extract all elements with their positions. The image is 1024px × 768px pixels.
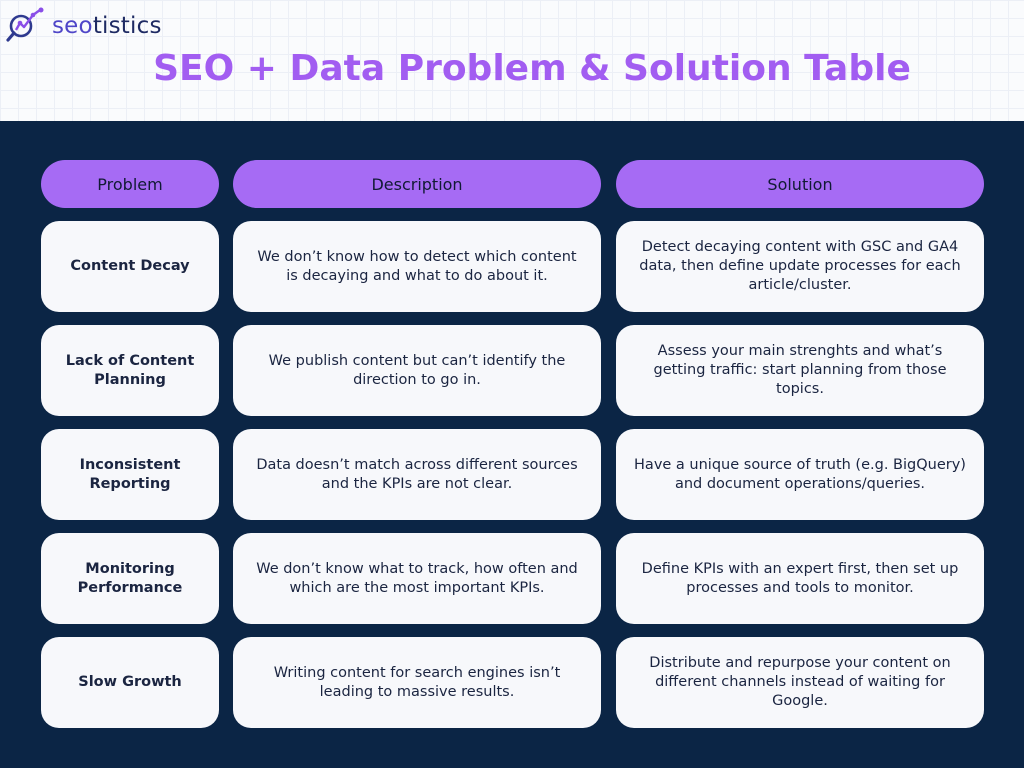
logo-text-suffix: tistics <box>92 13 162 39</box>
logo-text: seotistics <box>52 13 162 39</box>
solution-cell: Define KPIs with an expert first, then s… <box>616 533 984 624</box>
table-row: Content Decay We don’t know how to detec… <box>0 221 1024 312</box>
page-title: SEO + Data Problem & Solution Table <box>153 48 911 89</box>
header-area: seotistics SEO + Data Problem & Solution… <box>0 0 1024 121</box>
column-header-description: Description <box>233 160 601 208</box>
problem-cell: Content Decay <box>41 221 219 312</box>
problem-cell: Monitoring Performance <box>41 533 219 624</box>
description-cell: We publish content but can’t identify th… <box>233 325 601 416</box>
magnifier-trend-icon <box>6 7 44 42</box>
solution-cell: Detect decaying content with GSC and GA4… <box>616 221 984 312</box>
description-cell: Data doesn’t match across different sour… <box>233 429 601 520</box>
table-row: Slow Growth Writing content for search e… <box>0 637 1024 728</box>
column-header-solution: Solution <box>616 160 984 208</box>
description-cell: We don’t know what to track, how often a… <box>233 533 601 624</box>
seotistics-logo[interactable]: seotistics <box>6 6 162 46</box>
description-cell: Writing content for search engines isn’t… <box>233 637 601 728</box>
solution-cell: Distribute and repurpose your content on… <box>616 637 984 728</box>
solution-cell: Assess your main strenghts and what’s ge… <box>616 325 984 416</box>
table-row: Lack of Content Planning We publish cont… <box>0 325 1024 416</box>
problem-cell: Slow Growth <box>41 637 219 728</box>
table-row: Monitoring Performance We don’t know wha… <box>0 533 1024 624</box>
problem-cell: Lack of Content Planning <box>41 325 219 416</box>
problem-solution-table: Problem Description Solution Content Dec… <box>0 121 1024 768</box>
problem-cell: Inconsistent Reporting <box>41 429 219 520</box>
column-header-problem: Problem <box>41 160 219 208</box>
solution-cell: Have a unique source of truth (e.g. BigQ… <box>616 429 984 520</box>
description-cell: We don’t know how to detect which conten… <box>233 221 601 312</box>
logo-text-prefix: seo <box>52 13 93 39</box>
table-row: Inconsistent Reporting Data doesn’t matc… <box>0 429 1024 520</box>
